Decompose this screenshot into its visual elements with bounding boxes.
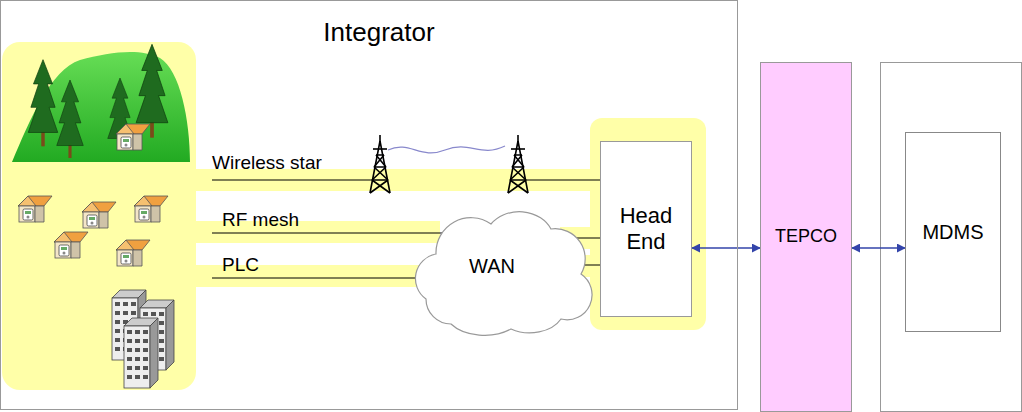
node-label: Head End <box>606 203 686 256</box>
radio-tower <box>508 135 528 193</box>
hill <box>12 52 190 162</box>
link-type-label: Wireless star <box>212 152 322 174</box>
process-box: MDMS <box>905 132 1001 332</box>
link-type-label: PLC <box>222 254 259 275</box>
link-type-label: RF mesh <box>222 209 299 231</box>
data-flow-arrow <box>692 247 760 249</box>
link-type-label: RF mesh <box>222 209 299 230</box>
head-end-panel <box>590 118 706 330</box>
system-boundary: IntegratorWAN Head End <box>0 0 738 410</box>
link-type-label: PLC <box>222 254 259 276</box>
link-type-label: Wireless star <box>212 152 322 173</box>
network-cloud: WAN <box>396 199 588 333</box>
node-label: Integrator <box>323 17 434 48</box>
cloud-outline <box>415 212 592 336</box>
site-region <box>2 42 196 390</box>
trees <box>28 44 168 158</box>
node-label: TEPCO <box>775 226 837 248</box>
system-band: TEPCO <box>760 62 852 412</box>
radio-tower <box>370 135 390 193</box>
node-label: WAN <box>469 254 515 278</box>
data-flow-arrow <box>852 247 905 249</box>
radio-link <box>388 146 505 153</box>
houses-with-meters <box>18 124 168 266</box>
buildings <box>112 290 174 388</box>
process-box: Head End <box>600 141 692 317</box>
system-frame <box>881 63 1022 412</box>
node-label: MDMS <box>922 220 983 244</box>
